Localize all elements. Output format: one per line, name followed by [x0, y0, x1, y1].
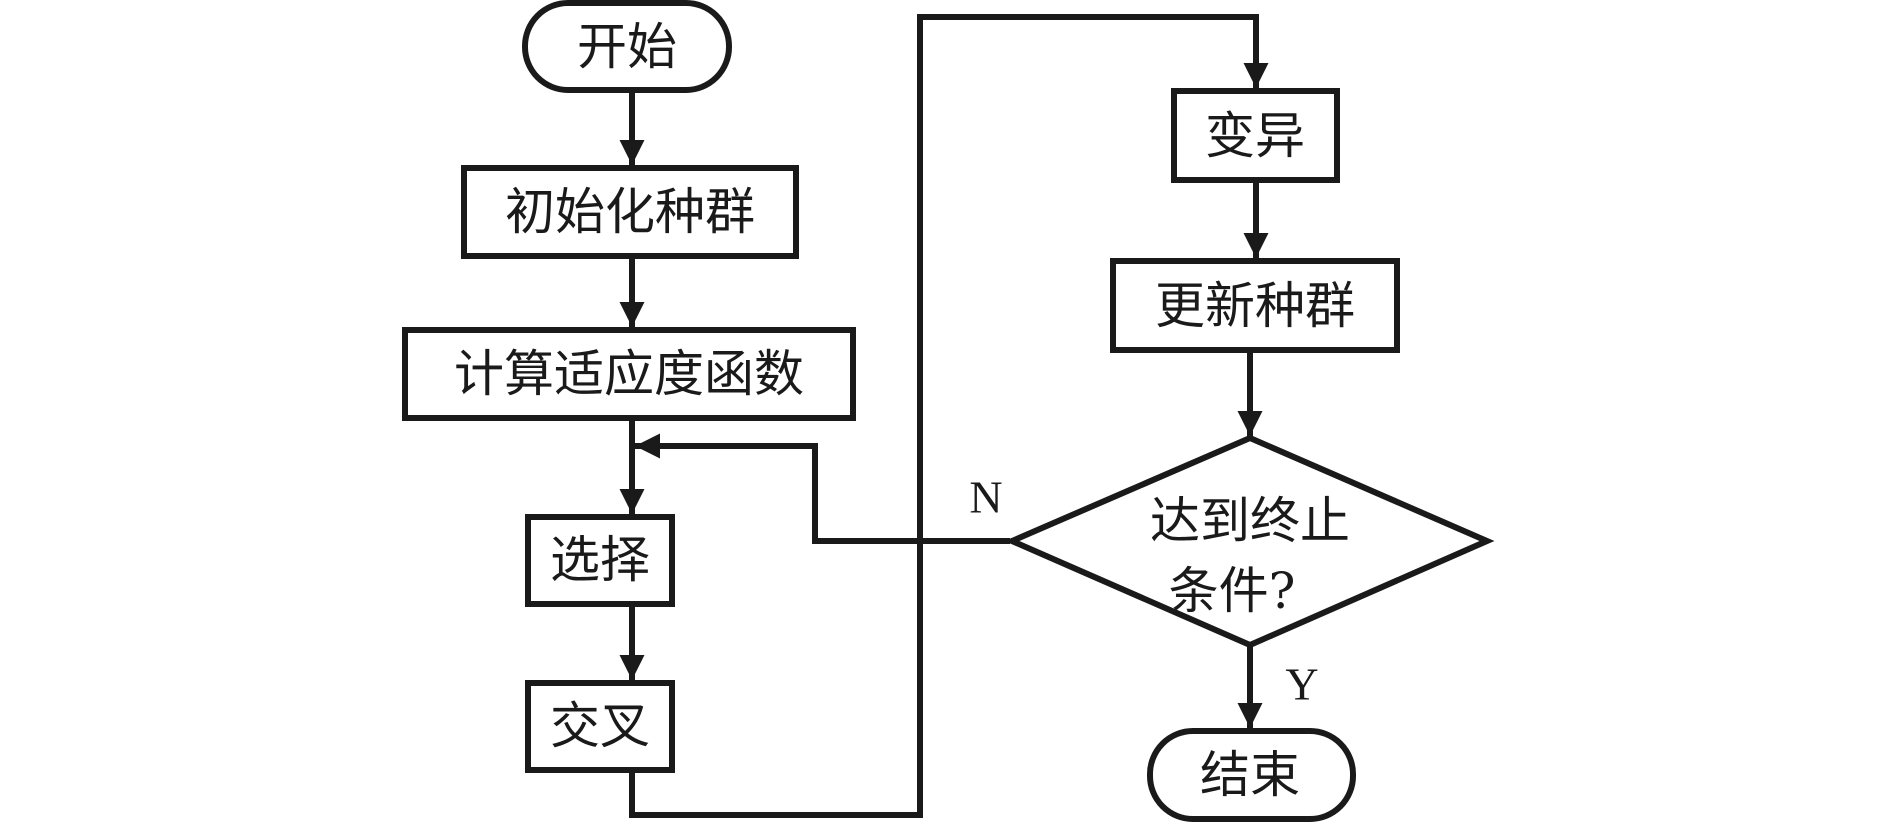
node-crossover: 交叉	[525, 680, 675, 773]
node-termination-check: 达到终止 条件?	[1004, 434, 1495, 649]
decision-label-line2: 条件?	[1169, 562, 1296, 620]
node-selection-label: 选择	[550, 531, 650, 589]
node-mutation-label: 变异	[1205, 107, 1305, 165]
branch-label-yes: Y	[1285, 659, 1318, 710]
edge-decision-no-loop	[635, 433, 1010, 544]
node-start: 开始	[522, 0, 732, 93]
node-compute-fitness: 计算适应度函数	[402, 327, 856, 421]
node-compute-fitness-label: 计算适应度函数	[454, 345, 804, 403]
node-update-population: 更新种群	[1110, 258, 1400, 353]
node-init-population-label: 初始化种群	[505, 183, 755, 241]
decision-label-line1: 达到终止	[1150, 492, 1350, 550]
edges	[619, 14, 1269, 818]
branch-label-no: N	[969, 472, 1002, 523]
node-selection: 选择	[525, 514, 675, 607]
node-mutation: 变异	[1171, 88, 1340, 183]
node-update-population-label: 更新种群	[1155, 277, 1355, 335]
node-end-label: 结束	[1200, 746, 1300, 804]
node-end: 结束	[1147, 728, 1356, 822]
node-start-label: 开始	[577, 18, 677, 76]
node-crossover-label: 交叉	[550, 697, 650, 755]
edge-crossover-to-mutation	[629, 14, 1269, 818]
node-init-population: 初始化种群	[461, 165, 799, 259]
